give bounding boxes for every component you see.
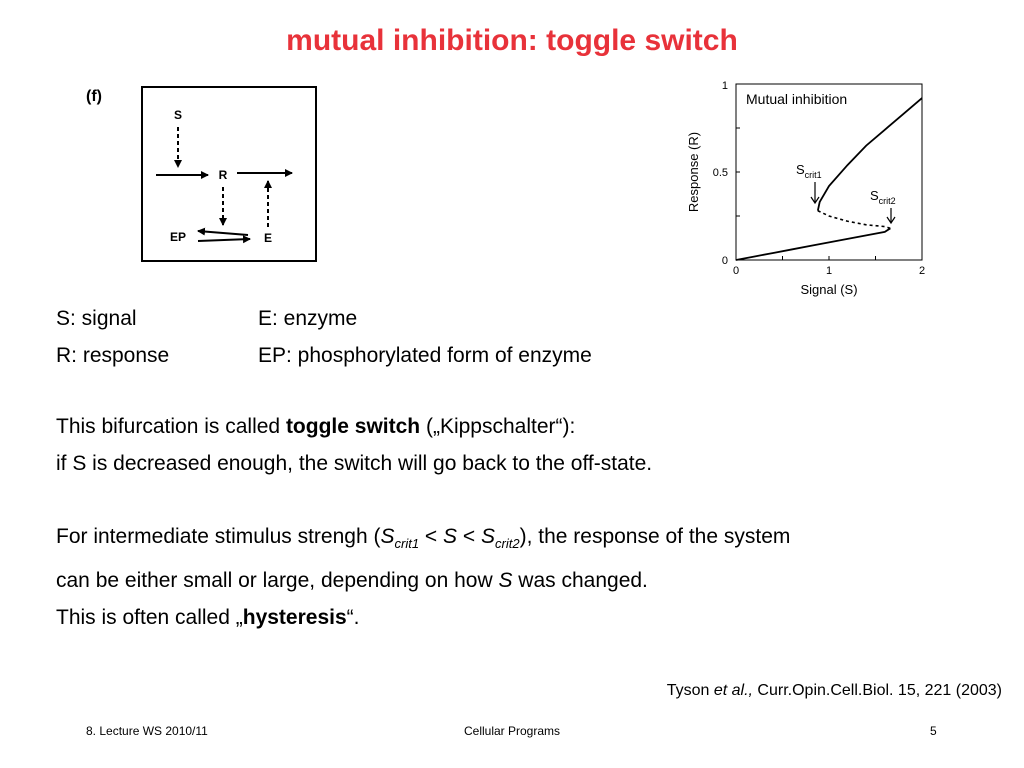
x-tick-label-2: 2 bbox=[919, 265, 925, 277]
paragraph-hysteresis: For intermediate stimulus strengh (Scrit… bbox=[56, 518, 996, 636]
slide-title: mutual inhibition: toggle switch bbox=[286, 24, 738, 57]
arrow-e-to-ep bbox=[197, 227, 249, 236]
definition-s: S: signal bbox=[56, 307, 137, 330]
panel-label: (f) bbox=[86, 88, 102, 105]
axis-ticks bbox=[735, 83, 923, 261]
y-tick-label-0-5: 0.5 bbox=[713, 167, 728, 179]
paragraph-2-line-3: This is often called „hysteresis“. bbox=[56, 606, 360, 630]
plot-frame bbox=[735, 83, 923, 261]
paragraph-toggle-switch: This bifurcation is called toggle switch… bbox=[56, 408, 996, 482]
arrow-ep-to-e bbox=[197, 235, 251, 244]
definition-e: E: enzyme bbox=[258, 307, 358, 330]
paragraph-1-line-2: if S is decreased enough, the switch wil… bbox=[56, 452, 653, 475]
footer-course: Cellular Programs bbox=[463, 724, 561, 738]
footer-lecture: 8. Lecture WS 2010/11 bbox=[86, 724, 208, 738]
diagram-frame bbox=[141, 86, 317, 262]
series-0-line bbox=[735, 227, 891, 261]
definitions-row-1: S: signal E: enzyme bbox=[56, 300, 756, 337]
citation: Tyson et al., Curr.Opin.Cell.Biol. 15, 2… bbox=[666, 682, 1002, 699]
series-2-line bbox=[816, 97, 923, 211]
mutual-inhibition-diagram: S R EP E bbox=[141, 86, 317, 262]
series-1-line bbox=[817, 209, 891, 230]
x-tick-label-1: 1 bbox=[826, 265, 832, 277]
definitions: S: signal E: enzyme R: response EP: phos… bbox=[56, 300, 756, 374]
node-e: E bbox=[264, 231, 272, 245]
definitions-row-2: R: response EP: phosphorylated form of e… bbox=[56, 337, 756, 374]
footer-page-number: 5 bbox=[930, 724, 937, 738]
node-s: S bbox=[174, 108, 182, 122]
definition-ep: EP: phosphorylated form of enzyme bbox=[258, 344, 592, 367]
term-toggle-switch: toggle switch bbox=[285, 415, 421, 438]
y-axis-label: Response (R) bbox=[686, 132, 701, 212]
hysteresis-plot: Mutual inhibition Signal (S) Response (R… bbox=[686, 80, 925, 297]
annotation-scrit1: Scrit1 bbox=[796, 162, 822, 180]
definition-r: R: response bbox=[56, 344, 170, 367]
annotation-scrit1-arrowhead bbox=[810, 196, 820, 205]
annotation-scrit2-arrowhead bbox=[886, 216, 896, 225]
x-axis-label: Signal (S) bbox=[800, 282, 857, 297]
term-hysteresis: hysteresis bbox=[242, 606, 347, 630]
paragraph-2-line-2: can be either small or large, depending … bbox=[56, 569, 648, 593]
node-ep: EP bbox=[170, 230, 186, 244]
paragraph-1-line-1: This bifurcation is called toggle switch… bbox=[56, 415, 576, 438]
x-tick-label-0: 0 bbox=[733, 265, 739, 277]
node-r: R bbox=[219, 168, 228, 182]
y-tick-label-0: 0 bbox=[722, 255, 728, 267]
y-tick-label-1: 1 bbox=[722, 80, 728, 92]
annotation-scrit2: Scrit2 bbox=[870, 188, 896, 206]
plot-title: Mutual inhibition bbox=[746, 91, 847, 107]
series-layer bbox=[735, 97, 923, 261]
paragraph-2-line-1: For intermediate stimulus strengh (Scrit… bbox=[56, 525, 791, 552]
